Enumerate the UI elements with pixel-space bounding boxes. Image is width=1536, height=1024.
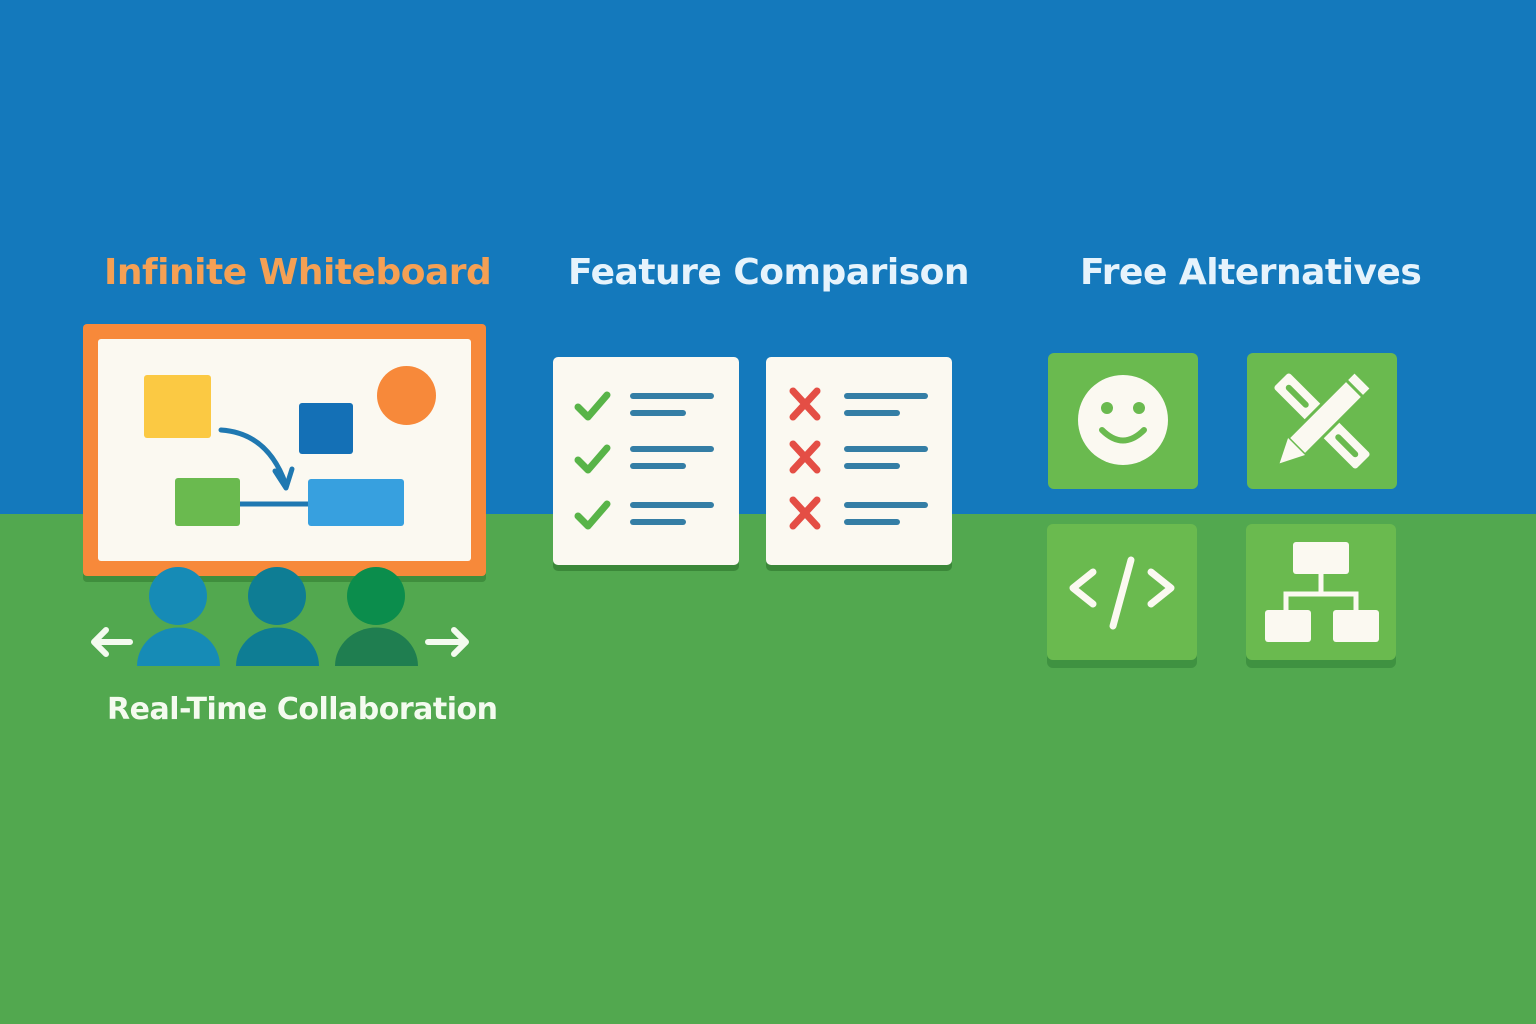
pros-card [553, 357, 739, 565]
orange-circle-shape [377, 366, 436, 425]
pros-row [573, 496, 723, 536]
cons-row [786, 496, 936, 536]
alternative-tile-design[interactable] [1247, 353, 1397, 489]
whiteboard-title: Infinite Whiteboard [104, 252, 492, 293]
cons-row [786, 440, 936, 480]
check-icon [574, 500, 611, 530]
connector-arrow-icon [218, 427, 308, 507]
x-icon [789, 496, 821, 530]
alternative-tile-diagram[interactable] [1246, 524, 1396, 660]
arrow-left-icon [91, 627, 133, 657]
green-rect-shape [175, 478, 240, 526]
alternative-tile-code[interactable] [1047, 524, 1197, 660]
alternative-tile-smiley[interactable] [1048, 353, 1198, 489]
whiteboard-canvas [98, 339, 471, 561]
comparison-title: Feature Comparison [568, 252, 970, 293]
check-icon [574, 391, 611, 421]
pros-row [573, 387, 723, 427]
cons-row [786, 387, 936, 427]
x-icon [789, 440, 821, 474]
user-icon-green [335, 567, 418, 666]
pencil-ruler-icon [1274, 369, 1374, 469]
user-icon-teal [236, 567, 319, 666]
arrow-right-icon [425, 627, 469, 657]
alternatives-title: Free Alternatives [1080, 252, 1422, 293]
user-icon-blue [137, 567, 220, 666]
collaborators-group [91, 567, 469, 666]
pros-row [573, 440, 723, 480]
hierarchy-icon [1265, 542, 1379, 642]
x-icon [789, 387, 821, 421]
light-blue-rect-shape [308, 479, 404, 526]
smiley-icon [1078, 375, 1168, 465]
blue-square-shape [299, 403, 353, 454]
cons-card [766, 357, 952, 565]
whiteboard-frame [83, 324, 486, 576]
collaboration-caption: Real-Time Collaboration [107, 692, 498, 727]
check-icon [574, 444, 611, 474]
yellow-square-shape [144, 375, 211, 438]
code-icon [1069, 556, 1175, 630]
